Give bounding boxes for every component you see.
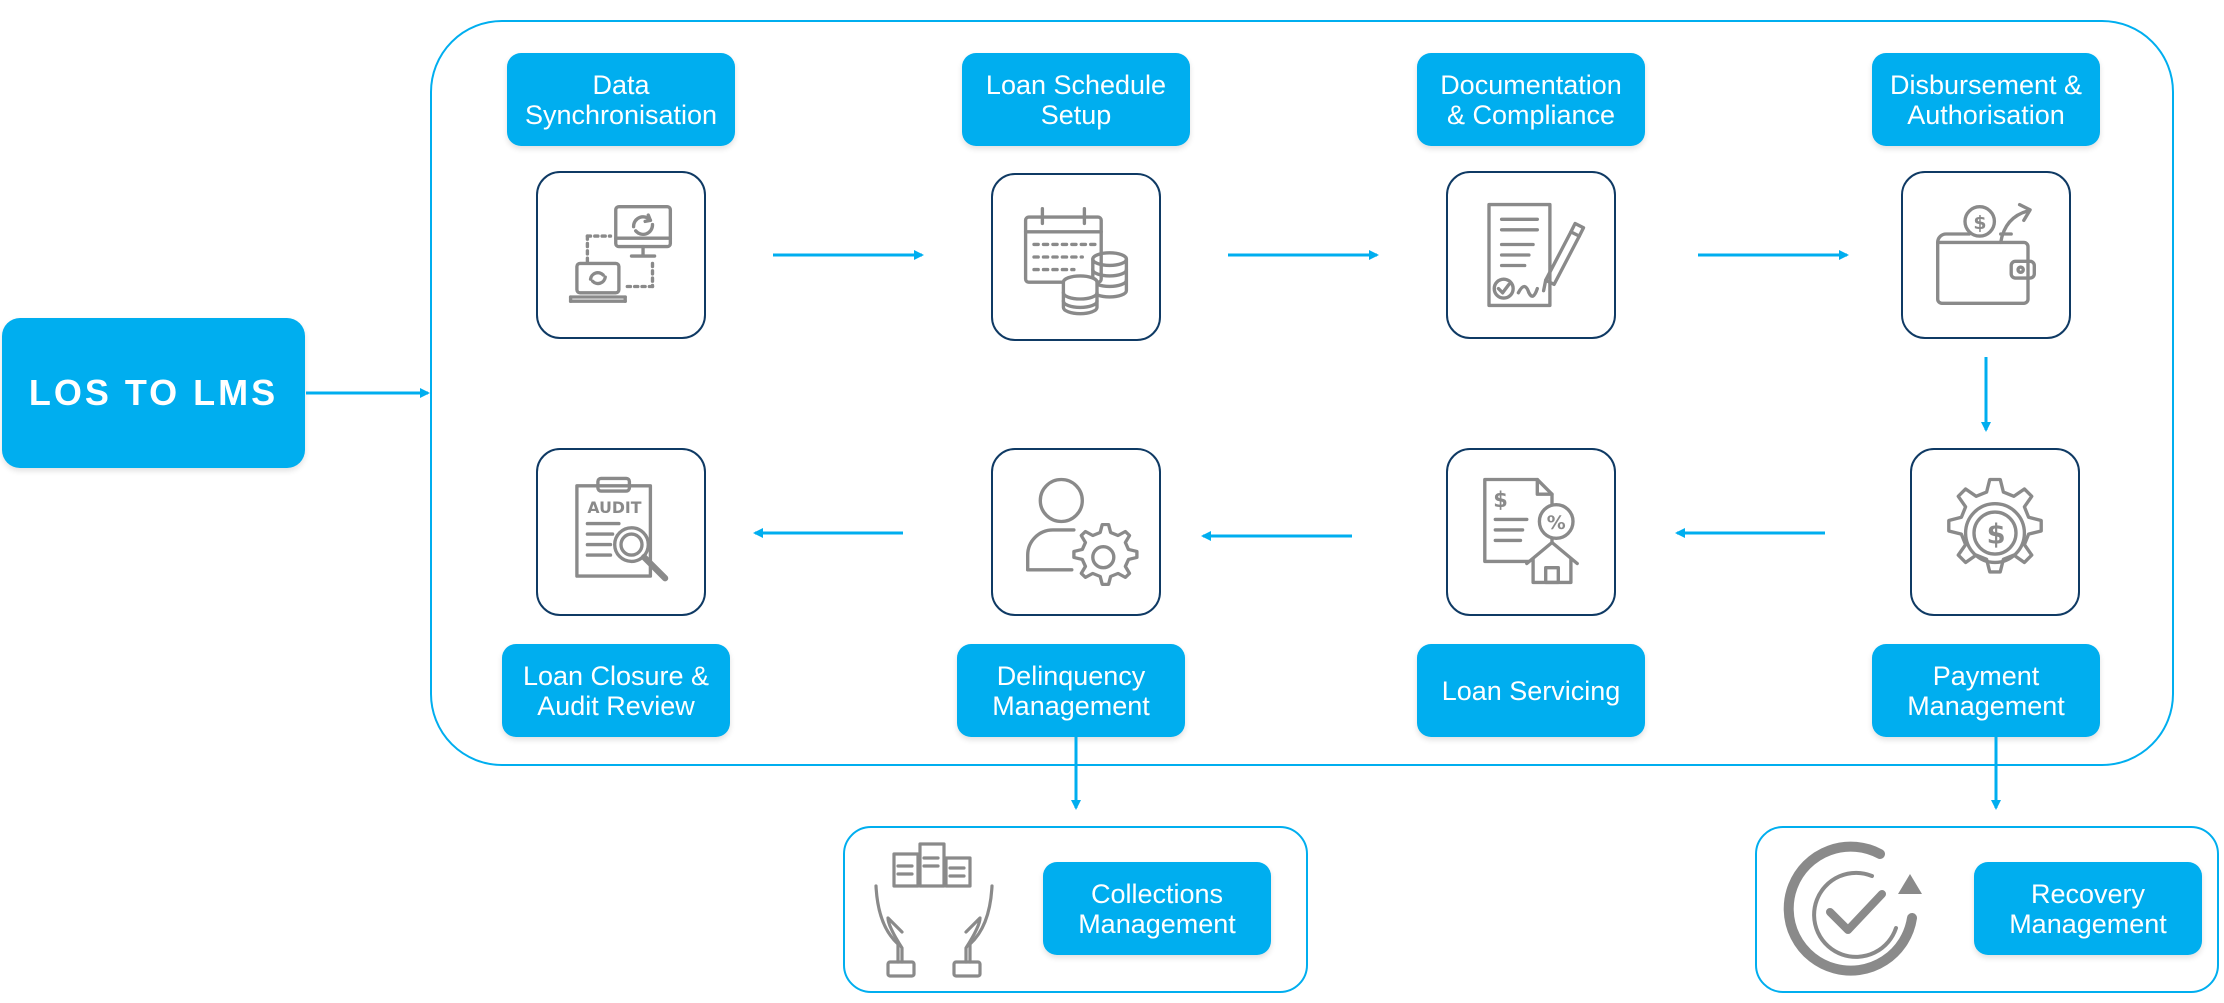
- svg-text:%: %: [1547, 512, 1566, 534]
- branch-label-collections-management: Collections Management: [1043, 862, 1271, 955]
- step-label-data-synchronisation: Data Synchronisation: [507, 53, 735, 146]
- step-label-payment-management: Payment Management: [1872, 644, 2100, 737]
- collections-frame: [843, 826, 1308, 993]
- step-label-loan-servicing: Loan Servicing: [1417, 644, 1645, 737]
- step-icon-box-loan-servicing: $ %: [1446, 448, 1616, 616]
- step-label-delinquency-management: Delinquency Management: [957, 644, 1185, 737]
- dollar-gear-icon: $: [1947, 477, 2043, 574]
- svg-text:$: $: [1973, 212, 1986, 234]
- circular-check-icon: [1783, 841, 1922, 976]
- step-label-documentation-compliance: Documentation & Compliance: [1417, 53, 1645, 146]
- user-gear-icon: [1026, 477, 1139, 586]
- step-icon-box-payment-management: $: [1910, 448, 2080, 616]
- step-label-disbursement-authorisation: Disbursement & Authorisation: [1872, 53, 2100, 146]
- branch-label-recovery-management: Recovery Management: [1974, 862, 2202, 955]
- start-node-los-to-lms: LOS TO LMS: [2, 318, 305, 468]
- step-label-loan-closure-audit-review: Loan Closure & Audit Review: [502, 644, 730, 737]
- step-icon-box-documentation-compliance: [1446, 171, 1616, 339]
- svg-text:$: $: [1493, 488, 1508, 512]
- step-icon-box-loan-closure-audit: AUDIT: [536, 448, 706, 616]
- step-icon-box-data-synchronisation: [536, 171, 706, 339]
- process-frame: [430, 20, 2174, 766]
- svg-text:$: $: [1987, 520, 2006, 551]
- wallet-payout-icon: $: [1936, 202, 2036, 305]
- loan-document-house-icon: $ %: [1483, 477, 1579, 585]
- hands-documents-icon: [874, 842, 994, 978]
- step-label-loan-schedule-setup: Loan Schedule Setup: [962, 53, 1190, 146]
- signed-document-icon: [1487, 202, 1586, 308]
- step-icon-box-loan-schedule-setup: [991, 173, 1161, 341]
- step-icon-box-disbursement-authorisation: $: [1901, 171, 2071, 339]
- step-icon-box-delinquency-management: [991, 448, 1161, 616]
- audit-clipboard-icon: AUDIT: [575, 476, 669, 582]
- calendar-coins-icon: [1023, 207, 1129, 316]
- data-sync-icon: [568, 205, 673, 303]
- svg-text:AUDIT: AUDIT: [587, 498, 641, 517]
- recovery-frame: [1755, 826, 2219, 993]
